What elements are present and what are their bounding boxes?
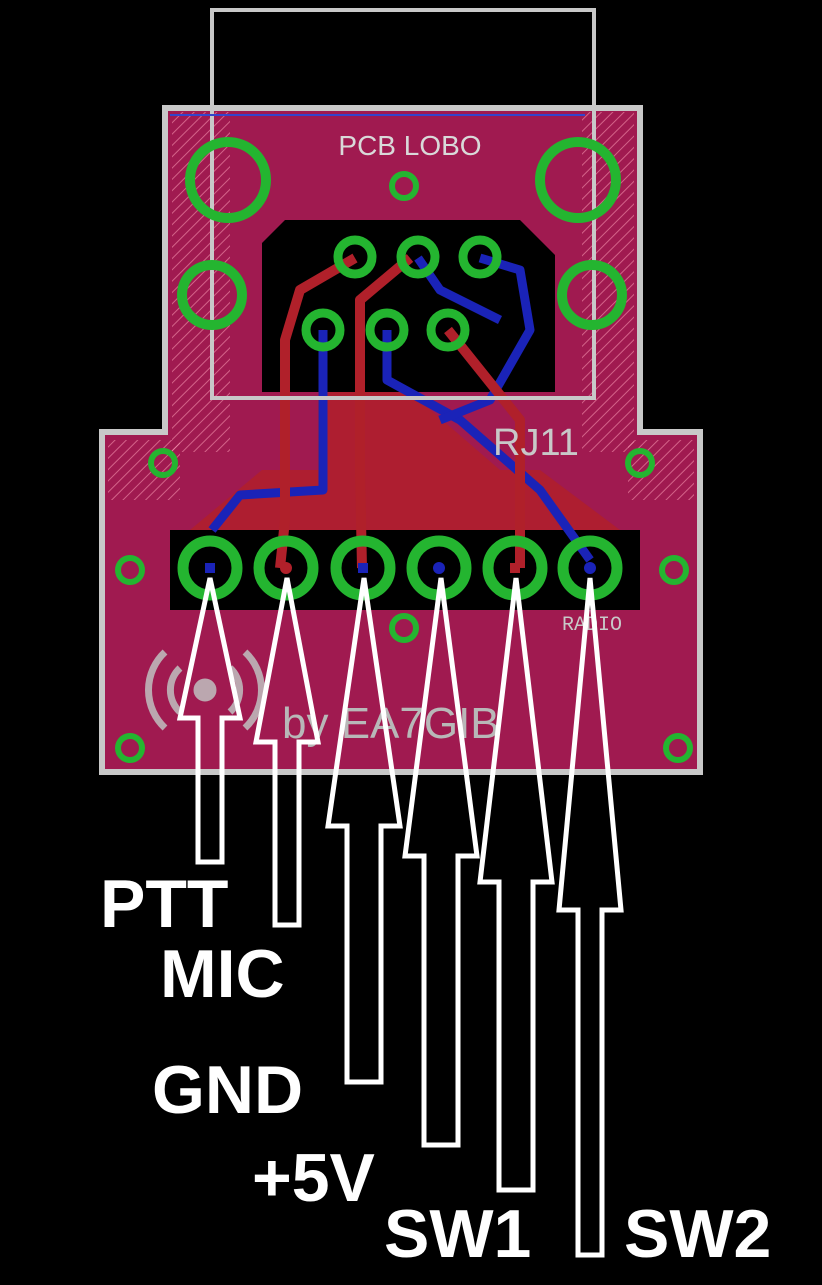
pin-arrow-ptt: [176, 577, 244, 865]
mounting-holes: [177, 137, 627, 330]
pin-label-5v: +5V: [252, 1140, 375, 1216]
rj11-pads: [301, 235, 502, 352]
pin-label-sw2: SW2: [624, 1196, 772, 1272]
pin-label-ptt: PTT: [100, 866, 229, 942]
rj11-connector-outline: [210, 8, 596, 400]
vias: [115, 171, 693, 763]
radio-wave-logo: [145, 649, 265, 731]
connector-ref-text: RJ11: [493, 422, 579, 464]
keepout-zone: [582, 112, 634, 452]
board-title-text: PCB LOBO: [338, 130, 481, 161]
pin-arrow-sw1: [477, 577, 555, 1193]
pin-arrow-5v: [402, 577, 480, 1148]
pin-arrow-mic: [252, 577, 322, 928]
pin-arrow-gnd: [325, 577, 403, 1085]
pin-arrows: [176, 577, 624, 1258]
pin-arrow-sw2: [556, 577, 624, 1258]
pin-label-mic: MIC: [160, 936, 285, 1012]
pin-label-gnd: GND: [152, 1052, 304, 1128]
pin-label-sw1: SW1: [384, 1196, 532, 1272]
